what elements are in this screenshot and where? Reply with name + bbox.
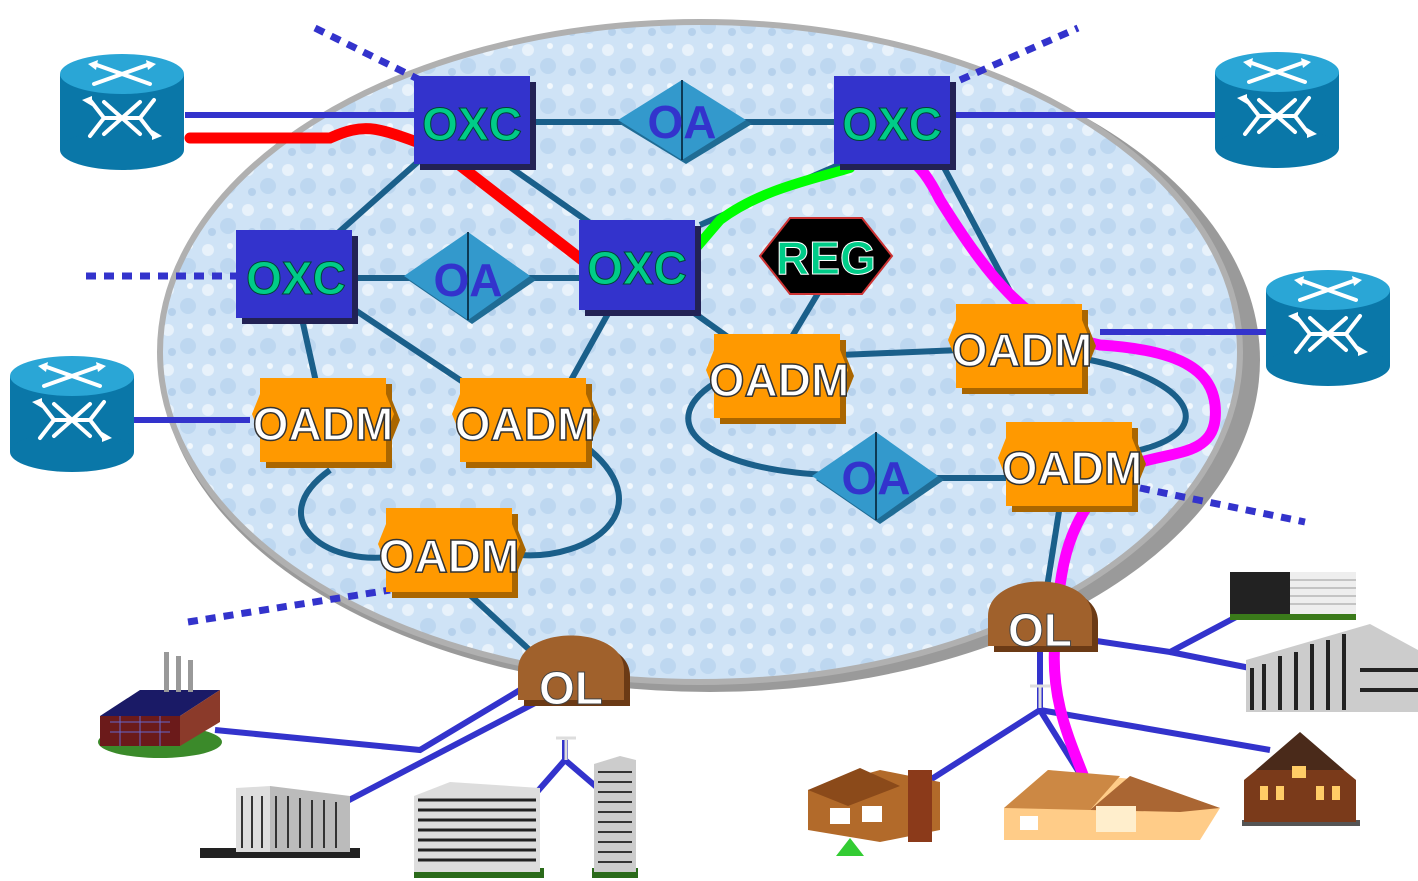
oxc-node-center: OXC — [579, 220, 701, 316]
oadm-label: OADM — [379, 530, 520, 582]
oxc-label: OXC — [842, 98, 942, 150]
factory-icon — [98, 652, 222, 758]
ol-label: OL — [539, 662, 603, 714]
oxc-label: OXC — [246, 252, 346, 304]
oxc-label: OXC — [422, 98, 522, 150]
router-icon — [1213, 50, 1341, 170]
oadm-node-bottom: OADM — [378, 508, 526, 598]
ol-label: OL — [1008, 604, 1072, 656]
oa-label: OA — [842, 452, 911, 504]
external-dotted-links — [86, 24, 1306, 626]
oadm-label: OADM — [952, 324, 1093, 376]
office-building-icon — [200, 786, 360, 858]
apartment-tower-icon — [592, 756, 638, 878]
mansion-icon — [1242, 732, 1360, 826]
oxc-node-top-left: OXC — [414, 76, 536, 170]
apartment-building-icon — [414, 782, 544, 878]
ol-node-left: OL — [518, 635, 630, 715]
house-icon — [808, 768, 940, 856]
oadm-node-mid: OADM — [452, 378, 600, 468]
oxc-node-left: OXC — [236, 230, 358, 324]
oadm-node-center-right: OADM — [706, 334, 854, 424]
oxc-node-top-right: OXC — [834, 76, 956, 170]
office-building-icon — [1246, 624, 1418, 712]
reg-label: REG — [776, 232, 876, 284]
oadm-node-right-bottom: OADM — [998, 422, 1146, 512]
oadm-label: OADM — [1002, 442, 1143, 494]
router-icon — [58, 52, 186, 172]
router-icon — [8, 354, 136, 474]
oa-node-top: OA — [618, 80, 752, 164]
oadm-node-right-top: OADM — [948, 304, 1096, 394]
splitter-icon — [556, 684, 1050, 760]
oadm-label: OADM — [455, 398, 596, 450]
oa-node-right: OA — [812, 432, 944, 524]
oadm-label: OADM — [253, 398, 394, 450]
external-links — [130, 112, 1271, 813]
oxc-label: OXC — [587, 242, 687, 294]
reg-node: REG — [758, 217, 894, 295]
oadm-label: OADM — [709, 354, 850, 406]
oa-label: OA — [648, 96, 717, 148]
router-icon — [1264, 268, 1392, 388]
house-icon — [1004, 770, 1220, 840]
ol-node-right: OL — [988, 581, 1098, 657]
oa-node-left: OA — [404, 232, 536, 324]
oa-label: OA — [434, 254, 503, 306]
office-building-icon — [1230, 572, 1356, 620]
oadm-node-left: OADM — [252, 378, 400, 468]
